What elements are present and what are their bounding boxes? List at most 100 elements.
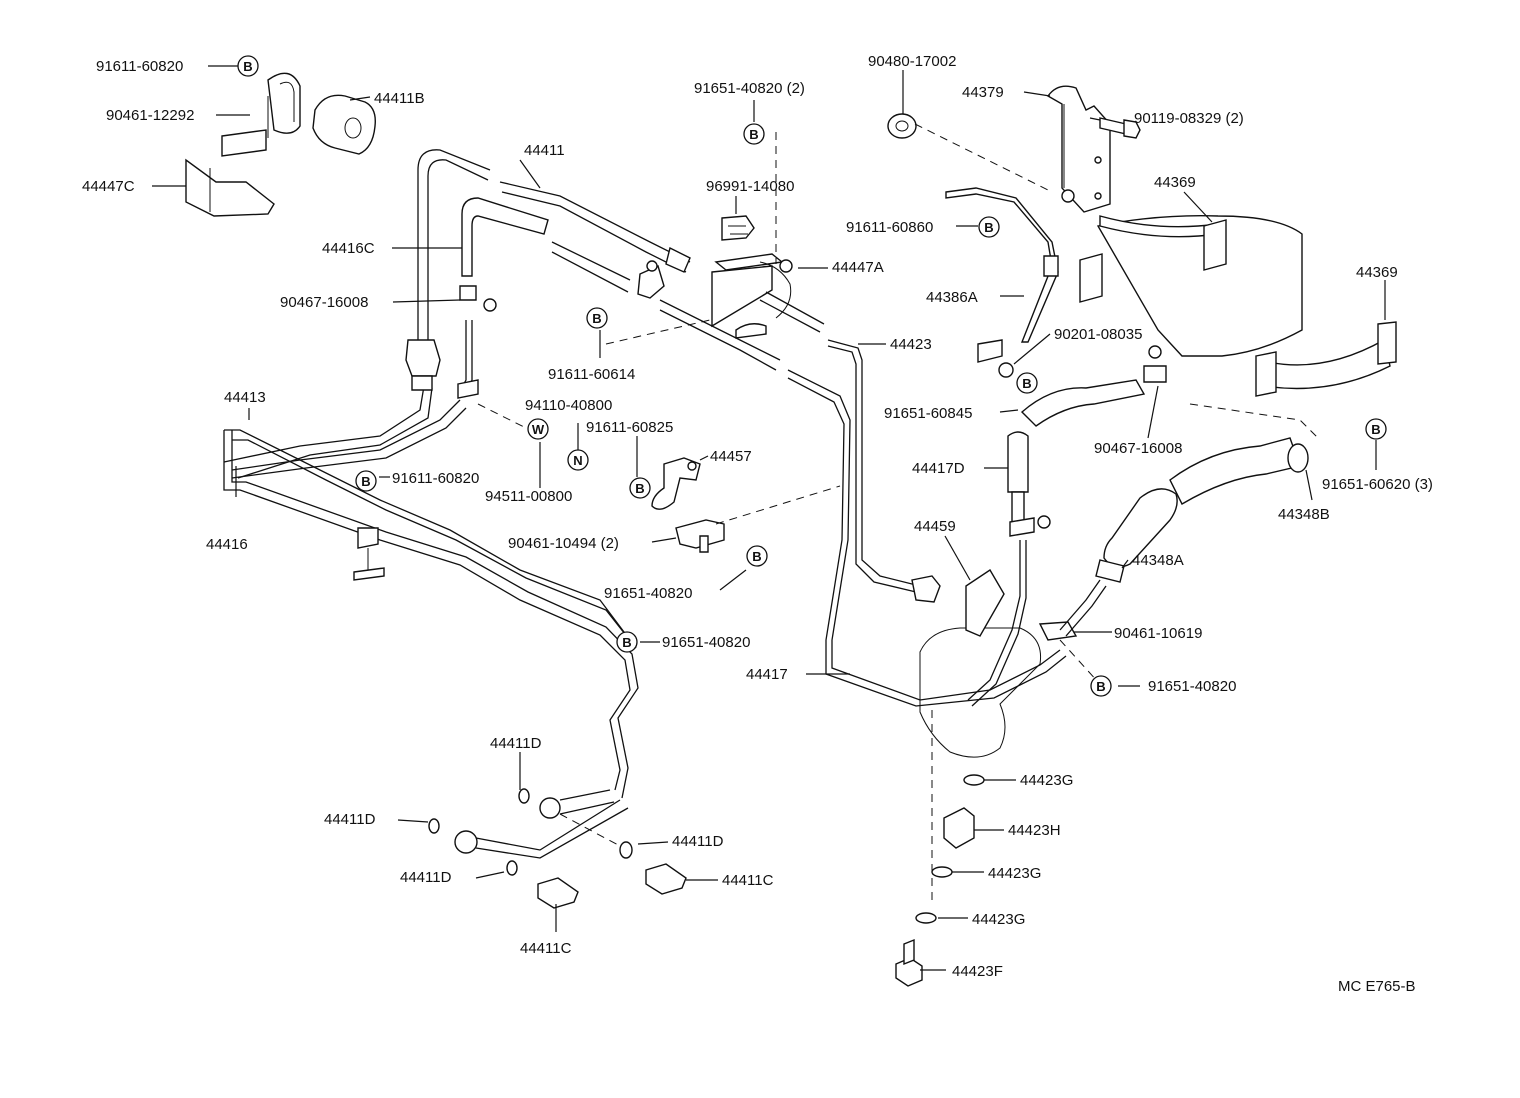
svg-text:B: B <box>635 481 644 496</box>
callout-90119-08329: 90119-08329 (2) <box>1134 110 1244 127</box>
part-drawings <box>185 72 1397 987</box>
svg-text:B: B <box>361 474 370 489</box>
callout-44411b: 44411B <box>374 90 425 107</box>
marker-b: B <box>586 307 608 329</box>
callout-44459: 44459 <box>914 518 956 535</box>
marker-b: B <box>355 470 377 492</box>
marker-b: B <box>1365 418 1387 440</box>
callout-91651-40820-b: 91651-40820 <box>662 634 750 651</box>
callout-44423g-c: 44423G <box>972 911 1025 928</box>
callout-91651-60620: 91651-60620 (3) <box>1322 476 1433 493</box>
callout-91651-40820-2: 91651-40820 (2) <box>694 80 805 97</box>
callout-44369-a: 44369 <box>1154 174 1196 191</box>
dashed-leaders <box>477 123 1321 900</box>
callout-91651-40820-a: 91651-40820 <box>604 585 692 602</box>
svg-text:B: B <box>1096 679 1105 694</box>
bolt-90119-drawing <box>1099 117 1141 139</box>
bracket-44379-drawing <box>1046 85 1111 213</box>
callout-91611-60825: 91611-60825 <box>586 419 673 436</box>
callout-44423h: 44423H <box>1008 822 1061 839</box>
marker-b: B <box>237 55 259 77</box>
nut-90201-drawing <box>998 362 1014 378</box>
callout-44411d-d: 44411D <box>400 869 452 886</box>
callout-96991-14080: 96991-14080 <box>706 178 794 195</box>
pipe-44417-44423-drawing <box>787 339 1067 707</box>
fittings-drawing <box>428 774 985 987</box>
marker-w: W <box>527 418 549 440</box>
bracket-44447c-drawing <box>185 158 275 217</box>
cushion-44411b-drawing <box>312 94 376 155</box>
callout-91611-60820: 91611-60820 <box>96 58 183 75</box>
callout-91651-60845: 91651-60845 <box>884 405 972 422</box>
clip-96991-drawing <box>721 215 755 241</box>
callout-44416: 44416 <box>206 536 248 553</box>
callout-94511-00800: 94511-00800 <box>485 488 572 505</box>
svg-text:B: B <box>984 220 993 235</box>
bracket-44447a-drawing <box>711 253 825 339</box>
fuel-tank-drawing <box>919 540 1107 758</box>
callout-44416c: 44416C <box>322 240 375 257</box>
callout-44417: 44417 <box>746 666 788 683</box>
callout-91611-60820-mid: 91611-60820 <box>392 470 479 487</box>
callout-44411d-c: 44411D <box>672 833 724 850</box>
callout-44457: 44457 <box>710 448 752 465</box>
callout-91651-40820-c: 91651-40820 <box>1148 678 1236 695</box>
filler-hose-44348b-drawing <box>1169 437 1309 505</box>
marker-b: B <box>1090 675 1112 697</box>
callout-44411c-b: 44411C <box>520 940 572 957</box>
callout-44411d-b: 44411D <box>324 811 376 828</box>
callout-44417d: 44417D <box>912 460 965 477</box>
callout-91611-60860: 91611-60860 <box>846 219 933 236</box>
svg-text:N: N <box>573 453 582 468</box>
callout-90467-16008-right: 90467-16008 <box>1094 440 1182 457</box>
callout-44379: 44379 <box>962 84 1004 101</box>
marker-b: B <box>746 545 768 567</box>
callout-90201-08035: 90201-08035 <box>1054 326 1142 343</box>
callout-90461-12292: 90461-12292 <box>106 107 194 124</box>
marker-b: B <box>616 631 638 653</box>
part-callouts: 91611-60820 90461-12292 44411B 44447C 44… <box>82 53 1433 980</box>
diagram-reference-code: MC E765-B <box>1338 978 1416 995</box>
callout-90480-17002: 90480-17002 <box>868 53 956 70</box>
callout-44423: 44423 <box>890 336 932 353</box>
callout-44348b: 44348B <box>1278 506 1330 523</box>
callout-44423g-b: 44423G <box>988 865 1041 882</box>
callout-44386a: 44386A <box>926 289 978 306</box>
svg-text:B: B <box>622 635 631 650</box>
svg-text:B: B <box>1371 422 1380 437</box>
circle-markers: B B B W N B B B B B B B B <box>237 55 1387 697</box>
svg-text:B: B <box>749 127 758 142</box>
callout-44411d-a: 44411D <box>490 735 542 752</box>
clamp-90467-drawing <box>1143 345 1167 383</box>
svg-text:B: B <box>1022 376 1031 391</box>
svg-text:B: B <box>752 549 761 564</box>
leader-lines <box>152 65 1386 971</box>
callout-44447a: 44447A <box>832 259 884 276</box>
callout-94110-40800: 94110-40800 <box>525 397 612 414</box>
grommet-90480-drawing <box>887 113 917 139</box>
marker-b: B <box>978 216 1000 238</box>
callout-44348a: 44348A <box>1132 552 1184 569</box>
hose-44411-drawing <box>499 181 781 371</box>
callout-44411: 44411 <box>524 142 565 159</box>
strap-44386a-drawing <box>945 187 1059 363</box>
pipes-44413-44416-drawing <box>223 379 639 799</box>
svg-text:B: B <box>243 59 252 74</box>
clamp-44411b-drawing <box>221 72 301 157</box>
hose-91651-60845-drawing <box>1020 379 1146 427</box>
marker-b: B <box>743 123 765 145</box>
clamp-90461-10494-drawing <box>675 519 725 553</box>
callout-44423g-a: 44423G <box>1020 772 1073 789</box>
marker-b: B <box>629 477 651 499</box>
callout-91611-60614: 91611-60614 <box>548 366 635 383</box>
clamp-44457-drawing <box>651 457 701 510</box>
tank-strap-44369-drawing <box>1079 215 1397 397</box>
callout-90461-10619: 90461-10619 <box>1114 625 1202 642</box>
hose-44417d-drawing <box>1007 431 1051 537</box>
hose-44416c-drawing <box>405 149 549 399</box>
marker-n: N <box>567 449 589 471</box>
callout-44423f: 44423F <box>952 963 1003 980</box>
callout-44413: 44413 <box>224 389 266 406</box>
callout-44369-b: 44369 <box>1356 264 1398 281</box>
